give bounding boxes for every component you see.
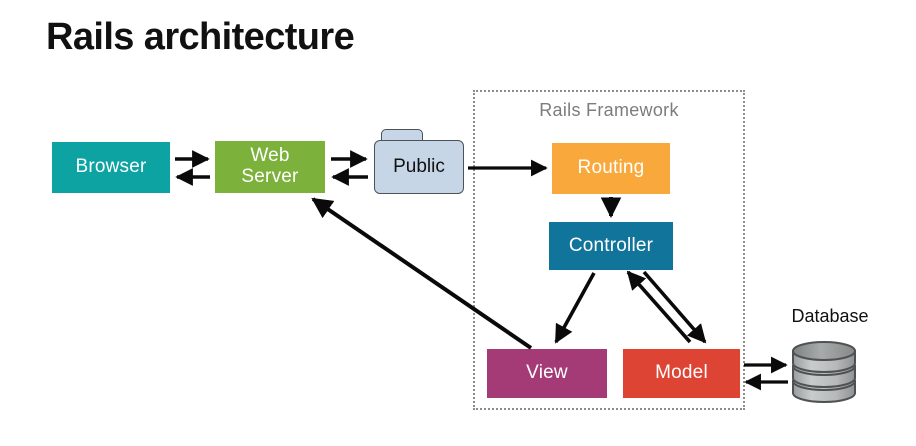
node-web-server[interactable]: Web Server [215, 141, 325, 193]
node-controller[interactable]: Controller [549, 222, 673, 270]
node-web-server-label-line2: Server [241, 166, 299, 187]
node-browser[interactable]: Browser [52, 142, 170, 193]
edge-model-to-database [744, 356, 788, 391]
node-controller-label: Controller [568, 234, 654, 256]
edge-web-server-to-public [331, 150, 368, 186]
node-public-label: Public [393, 156, 445, 177]
rails-framework-label: Rails Framework [539, 100, 679, 120]
edge-browser-to-web-server [175, 150, 210, 186]
node-web-server-label-line1: Web [250, 145, 290, 167]
node-database-label: Database [791, 306, 869, 326]
node-view-label: View [526, 362, 568, 384]
node-model[interactable]: Model [623, 349, 740, 398]
node-routing-label: Routing [577, 157, 645, 179]
node-browser-label: Browser [75, 156, 147, 178]
node-view[interactable]: View [487, 349, 607, 398]
node-database[interactable] [791, 333, 857, 405]
database-cylinder-icon [792, 341, 856, 403]
node-routing[interactable]: Routing [552, 143, 670, 194]
page-title: Rails architecture [46, 16, 355, 58]
node-public-label-wrap: Public [374, 140, 464, 194]
node-public-folder[interactable]: Public [374, 129, 464, 194]
node-model-label: Model [655, 362, 708, 384]
